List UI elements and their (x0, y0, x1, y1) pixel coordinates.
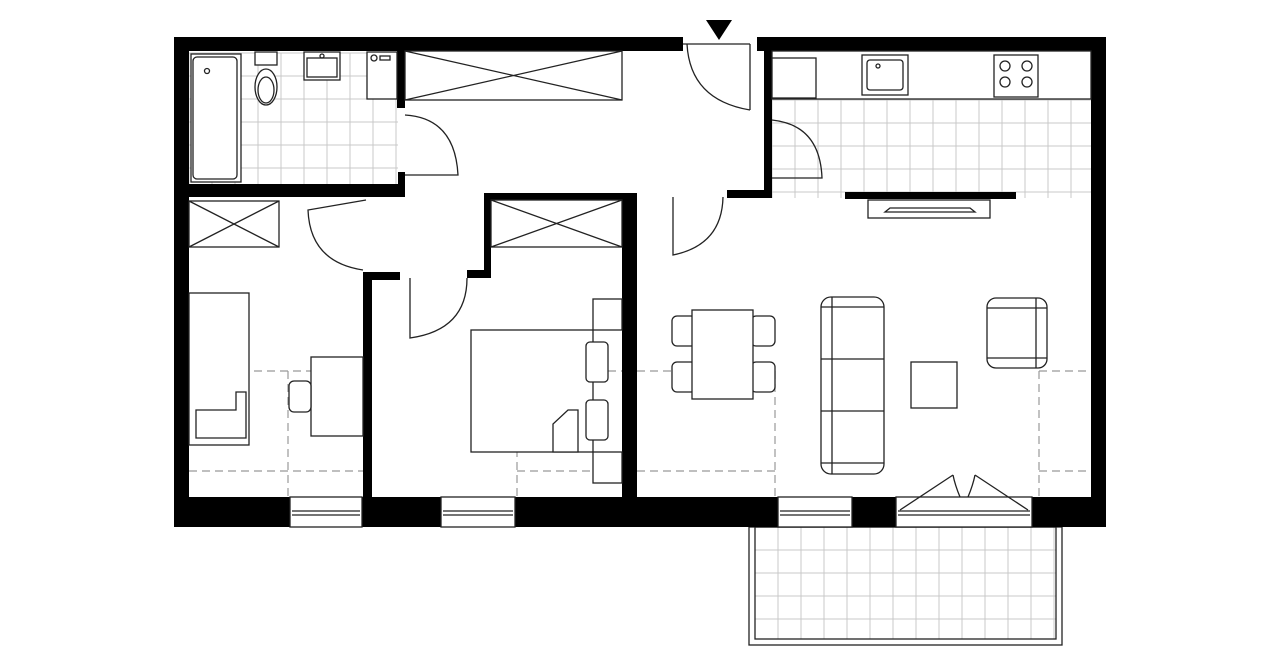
living-door (672, 196, 724, 256)
wardrobe-bedroom-middle (490, 199, 623, 248)
washing-machine-icon (366, 51, 398, 100)
entrance-door (683, 43, 751, 111)
bathroom-door (404, 114, 459, 176)
balcony-tiles (754, 526, 1056, 639)
entrance-arrow-icon (706, 20, 732, 40)
coffee-table (910, 361, 958, 409)
balcony (748, 526, 1063, 646)
toilet-icon (254, 51, 278, 106)
fridge (771, 57, 817, 99)
bathtub-icon (190, 53, 242, 183)
kitchen-sink-icon (861, 54, 909, 96)
sofa-icon (820, 296, 885, 475)
bed-icon (188, 292, 250, 446)
bedroom-middle-door (409, 277, 468, 339)
washbasin-icon (303, 51, 341, 81)
desk-icon (288, 356, 364, 437)
kitchen-tiles (771, 99, 1091, 198)
wardrobe-bedroom-left (188, 200, 280, 248)
kitchen-door (771, 119, 823, 179)
bedroom-left-door (307, 199, 367, 271)
tv-unit (867, 199, 991, 219)
kitchen-counter (771, 50, 1092, 100)
double-bed-icon (470, 298, 623, 484)
balcony-door (895, 496, 1033, 528)
windows (289, 474, 1033, 528)
armchair-icon (986, 297, 1048, 369)
dining-table-icon (671, 309, 776, 400)
walls (174, 37, 1106, 527)
doors (307, 20, 823, 339)
wardrobe-hall (404, 50, 623, 101)
cooktop-icon (993, 54, 1039, 98)
